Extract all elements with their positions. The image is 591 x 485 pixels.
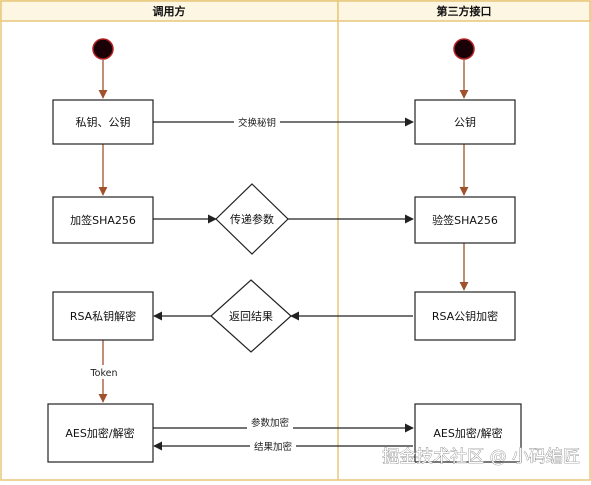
node-aes-left-box	[47, 403, 154, 463]
node-sign-label: 加签SHA256	[70, 213, 136, 227]
node-keys-box	[52, 99, 154, 145]
start-node-left-circle	[92, 38, 114, 60]
edge-label-token-bg	[88, 365, 120, 379]
node-keys-label: 私钥、公钥	[76, 115, 131, 129]
node-rsa-private-label: RSA私钥解密	[70, 309, 136, 323]
edge-label-token: Token	[88, 365, 120, 379]
edge-label-exchange-text: 交换秘钥	[238, 117, 276, 129]
watermark-text: 掘金技术社区 @ 小码编匠	[382, 447, 580, 467]
node-rsa-private: RSA私钥解密	[52, 291, 154, 341]
edge-label-param-encrypt: 参数加密	[247, 416, 293, 429]
edge-label-exchange-bg	[234, 115, 280, 129]
node-pubkey-box	[414, 99, 516, 145]
start-node-right-circle	[453, 38, 475, 60]
node-sign: 加签SHA256	[52, 196, 154, 244]
node-verify-box	[414, 196, 516, 244]
node-rsa-public: RSA公钥加密	[414, 291, 516, 341]
node-rsa-public-box	[414, 291, 516, 341]
node-verify: 验签SHA256	[414, 196, 516, 244]
decision-return-result-shape	[210, 279, 292, 353]
node-aes-right-label: AES加密/解密	[433, 426, 502, 440]
flow-arrows	[98, 60, 469, 403]
edge-label-param-encrypt-text: 参数加密	[251, 417, 290, 429]
edge-label-exchange: 交换秘钥	[234, 115, 280, 129]
node-aes-right: AES加密/解密	[414, 403, 522, 463]
node-verify-label: 验签SHA256	[432, 213, 498, 227]
decision-pass-params-shape	[215, 183, 289, 255]
node-rsa-public-label: RSA公钥加密	[432, 309, 498, 323]
message-arrows	[153, 117, 414, 451]
right-lane-header	[337, 0, 591, 22]
node-keys: 私钥、公钥	[52, 99, 154, 145]
node-pubkey-label: 公钥	[454, 115, 476, 129]
decision-return-result-label: 返回结果	[229, 310, 273, 323]
left-lane-title: 调用方	[153, 4, 186, 18]
start-node-right	[453, 38, 475, 60]
decision-return-result: 返回结果	[210, 279, 292, 353]
node-aes-right-box	[414, 403, 522, 463]
edge-label-result-encrypt-bg	[250, 440, 296, 453]
right-lane-title: 第三方接口	[437, 4, 492, 18]
node-rsa-private-box	[52, 291, 154, 341]
decision-pass-params-label: 传递参数	[230, 212, 274, 226]
decision-pass-params: 传递参数	[215, 183, 289, 255]
start-node-left	[92, 38, 114, 60]
node-aes-left-label: AES加密/解密	[65, 426, 134, 440]
edge-label-result-encrypt: 结果加密	[250, 440, 296, 453]
edge-label-result-encrypt-text: 结果加密	[254, 441, 293, 453]
node-aes-left: AES加密/解密	[47, 403, 154, 463]
node-sign-box	[52, 196, 154, 244]
edge-label-param-encrypt-bg	[247, 416, 293, 429]
edge-label-token-text: Token	[89, 368, 117, 379]
node-pubkey: 公钥	[414, 99, 516, 145]
